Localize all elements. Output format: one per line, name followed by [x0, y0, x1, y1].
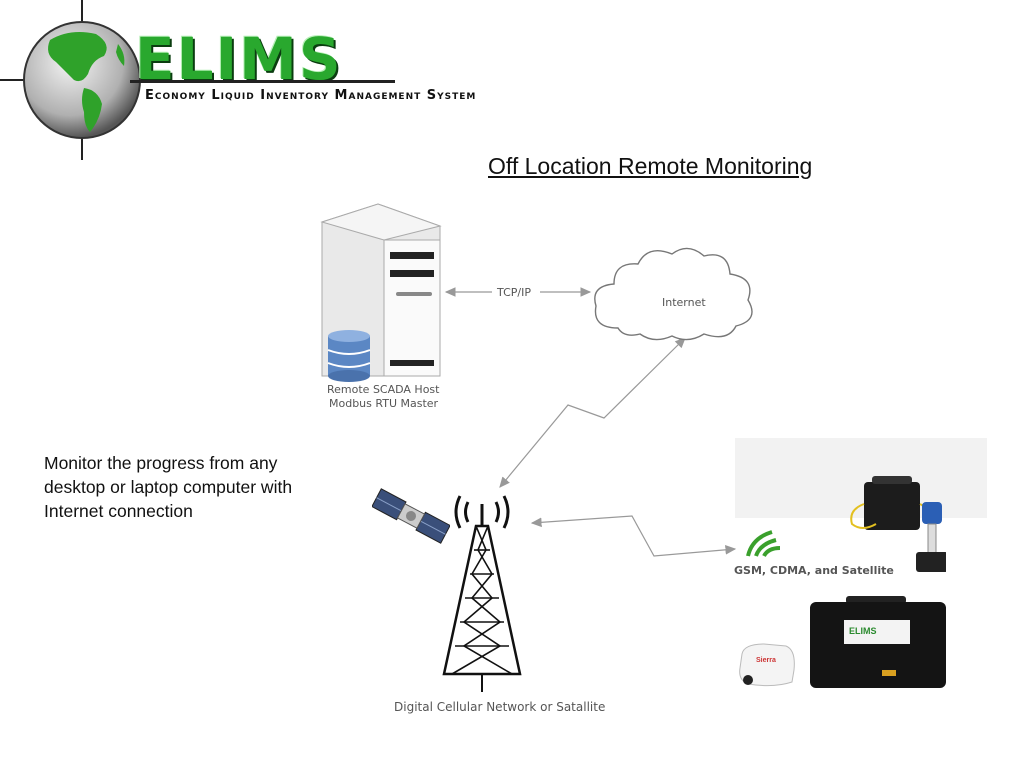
globe-logo-icon — [0, 0, 150, 160]
tcp-ip-label: TCP/IP — [497, 286, 531, 299]
sensor-kit-photo — [850, 476, 946, 572]
controller-case-photo — [810, 596, 946, 688]
modem-photo — [739, 643, 795, 687]
database-icon — [327, 330, 371, 382]
satellite-icon — [372, 488, 450, 544]
modem-brand-label: Sierra — [756, 657, 776, 664]
server-icon — [320, 203, 442, 377]
case-elims-badge: ELIMS — [849, 626, 877, 636]
network-label: Digital Cellular Network or Satallite — [394, 700, 606, 714]
host-label-line2: Modbus RTU Master — [329, 397, 439, 410]
signal-waves-icon — [746, 530, 781, 558]
internet-label: Internet — [662, 296, 706, 309]
equipment-label: GSM, CDMA, and Satellite — [734, 564, 894, 577]
cell-tower-icon — [442, 495, 522, 692]
logo-underline — [130, 80, 395, 83]
logo-tagline: Economy Liquid Inventory Management Syst… — [145, 88, 477, 103]
slide-title: Off Location Remote Monitoring — [488, 153, 813, 179]
host-label-line1: Remote SCADA Host — [327, 383, 440, 396]
logo-wordmark: ELIMS — [135, 25, 343, 93]
internet-cloud-icon — [594, 247, 753, 341]
caption-text: Monitor the progress from any desktop or… — [44, 453, 293, 521]
